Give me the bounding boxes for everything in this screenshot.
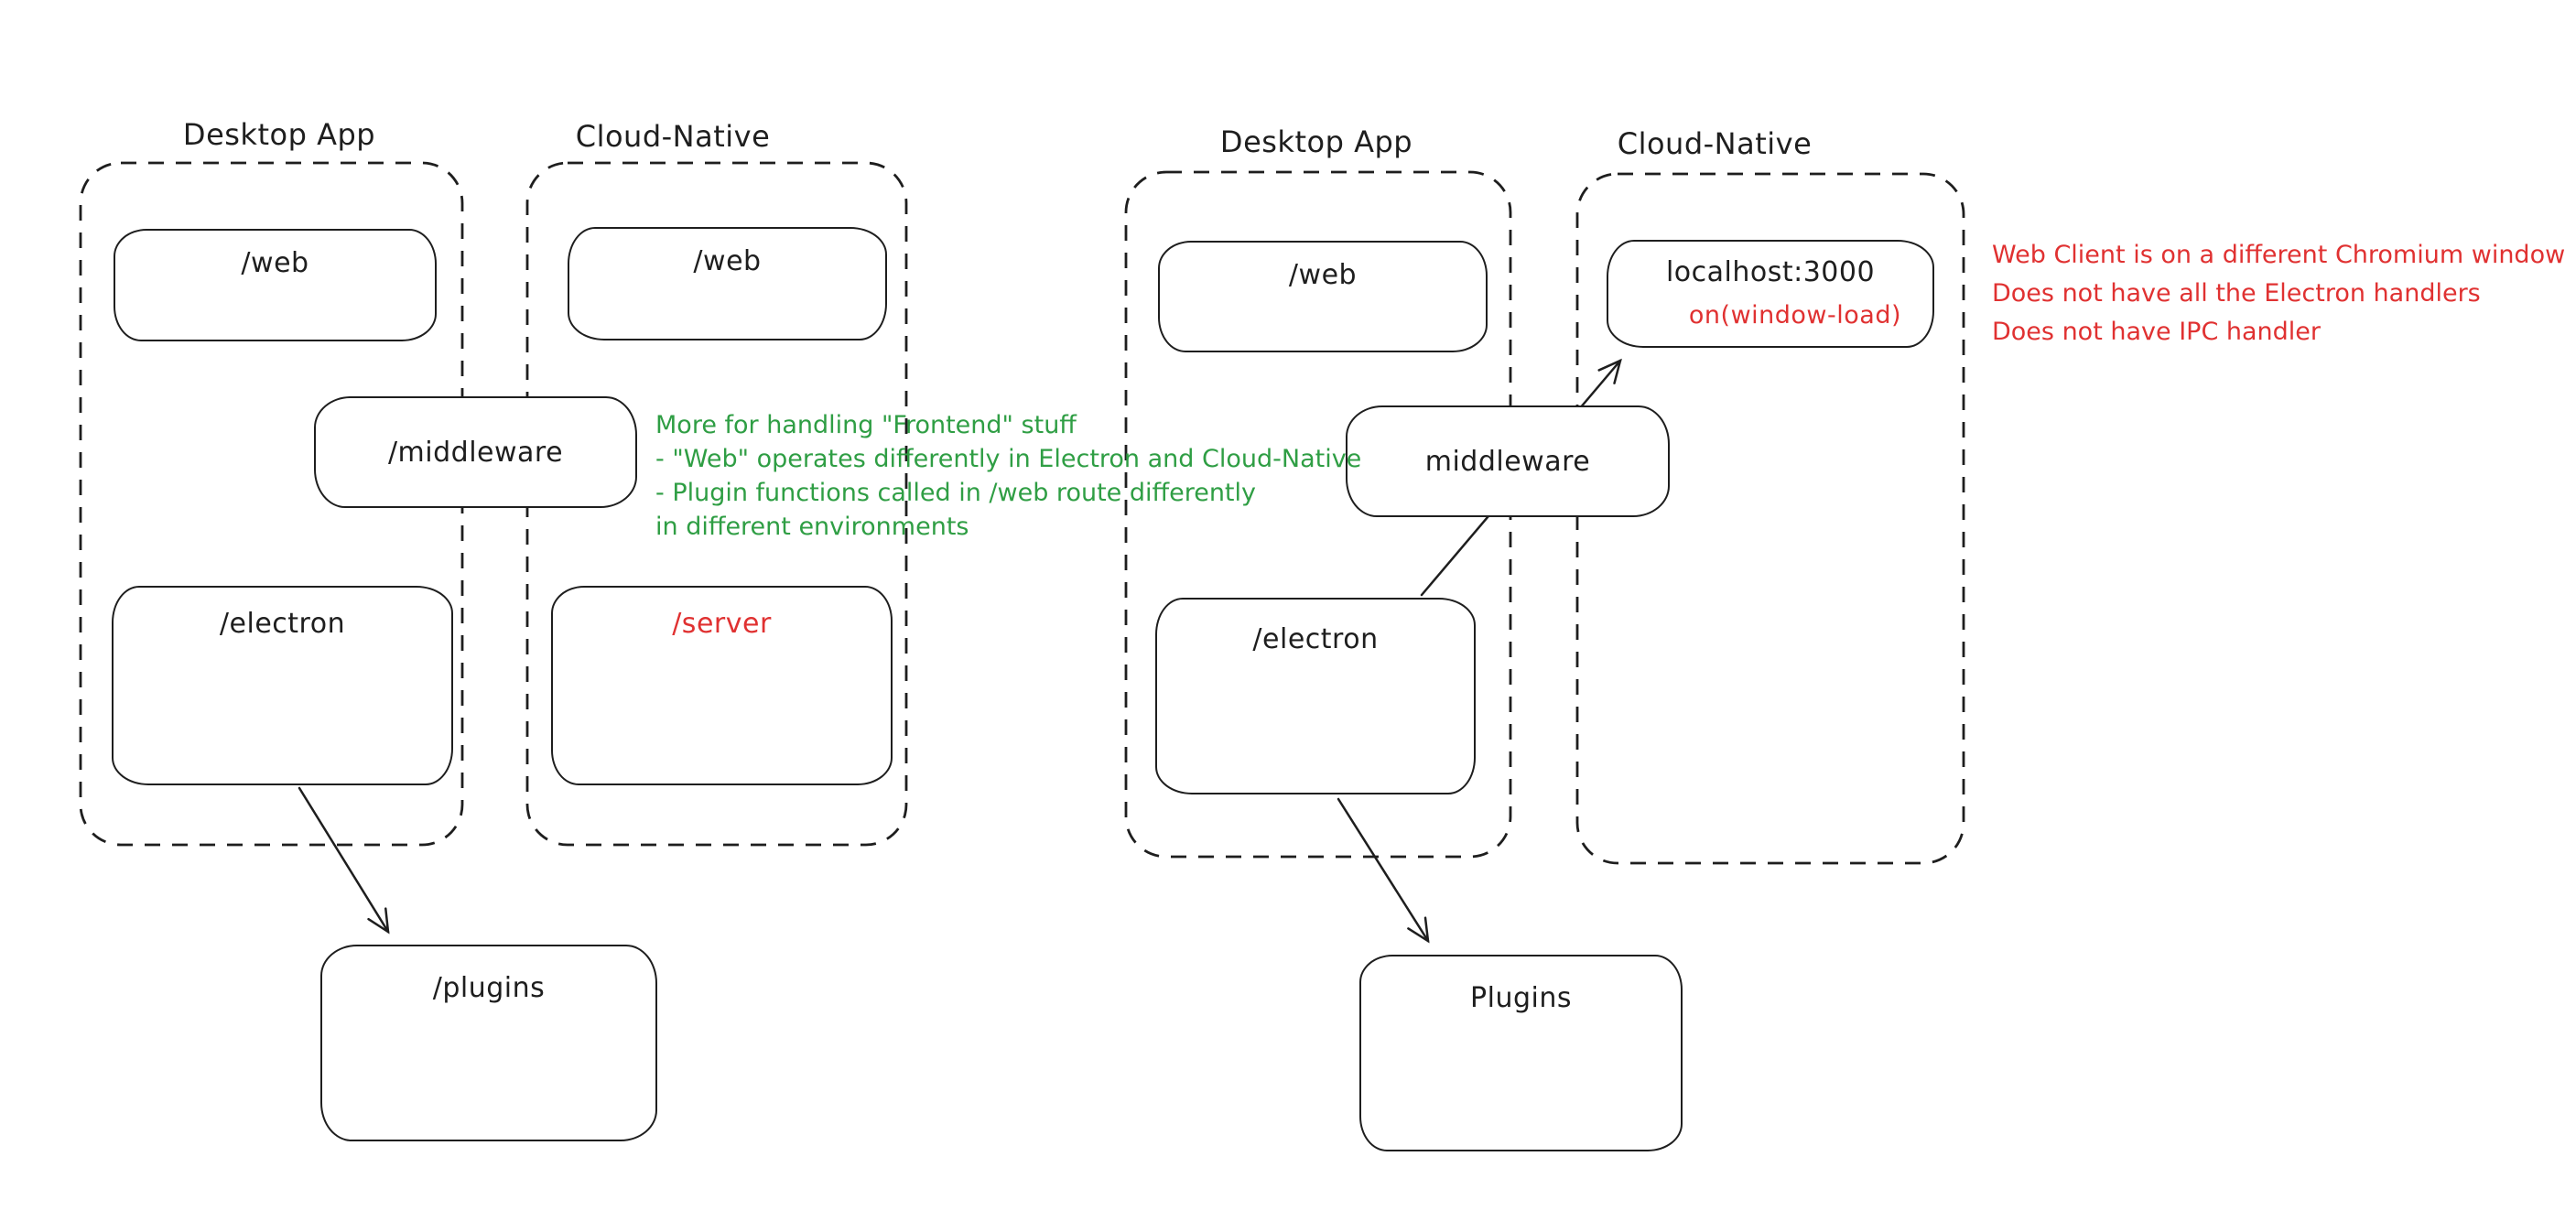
localhost-box-label: localhost:3000 xyxy=(1665,256,1876,288)
web-box-cloud-left-label: /web xyxy=(693,245,762,277)
desktop-app-label-right: Desktop App xyxy=(1219,124,1413,159)
green-note-line-1: More for handling "Frontend" stuff xyxy=(655,411,1077,439)
middleware-box-right: middleware xyxy=(1346,405,1670,517)
red-note: Web Client is on a different Chromium wi… xyxy=(1992,236,2565,351)
localhost-box: localhost:3000 on(window-load) xyxy=(1607,240,1934,348)
web-box-right-label: /web xyxy=(1288,259,1358,291)
web-box-desktop-left-label: /web xyxy=(241,247,309,279)
web-box-right: /web xyxy=(1158,241,1488,352)
web-box-desktop-left: /web xyxy=(114,229,437,341)
window-load-label: on(window-load) xyxy=(1688,301,1901,330)
green-note-line-2: - "Web" operates differently in Electron… xyxy=(655,445,1362,473)
red-note-line-2: Does not have all the Electron handlers xyxy=(1992,279,2481,308)
cloud-native-label-right: Cloud-Native xyxy=(1617,126,1813,161)
arrow-electron-to-plugins-right xyxy=(1337,797,1430,944)
green-note: More for handling "Frontend" stuff - "We… xyxy=(655,408,1361,544)
red-note-line-3: Does not have IPC handler xyxy=(1992,318,2322,346)
green-note-line-4: in different environments xyxy=(655,513,969,541)
cloud-native-label-left: Cloud-Native xyxy=(575,119,771,154)
plugins-box-left-label: /plugins xyxy=(432,972,546,1004)
plugins-box-left: /plugins xyxy=(320,945,657,1141)
plugins-box-right-label: Plugins xyxy=(1470,982,1572,1014)
server-box-left: /server xyxy=(551,586,893,785)
middleware-box-right-label: middleware xyxy=(1424,445,1591,478)
plugins-box-right: Plugins xyxy=(1359,955,1683,1151)
electron-box-right: /electron xyxy=(1155,598,1476,794)
electron-box-left-label: /electron xyxy=(219,608,346,640)
middleware-box-left: /middleware xyxy=(314,396,637,508)
green-note-line-3: - Plugin functions called in /web route … xyxy=(655,479,1257,507)
desktop-app-label-left: Desktop App xyxy=(182,117,376,152)
red-note-line-1: Web Client is on a different Chromium wi… xyxy=(1992,241,2566,269)
middleware-box-left-label: /middleware xyxy=(387,436,564,469)
server-box-left-label: /server xyxy=(672,608,772,640)
web-box-cloud-left: /web xyxy=(568,227,887,340)
electron-box-left: /electron xyxy=(112,586,453,785)
arrow-electron-to-plugins-left xyxy=(298,786,390,935)
electron-box-right-label: /electron xyxy=(1252,623,1379,655)
